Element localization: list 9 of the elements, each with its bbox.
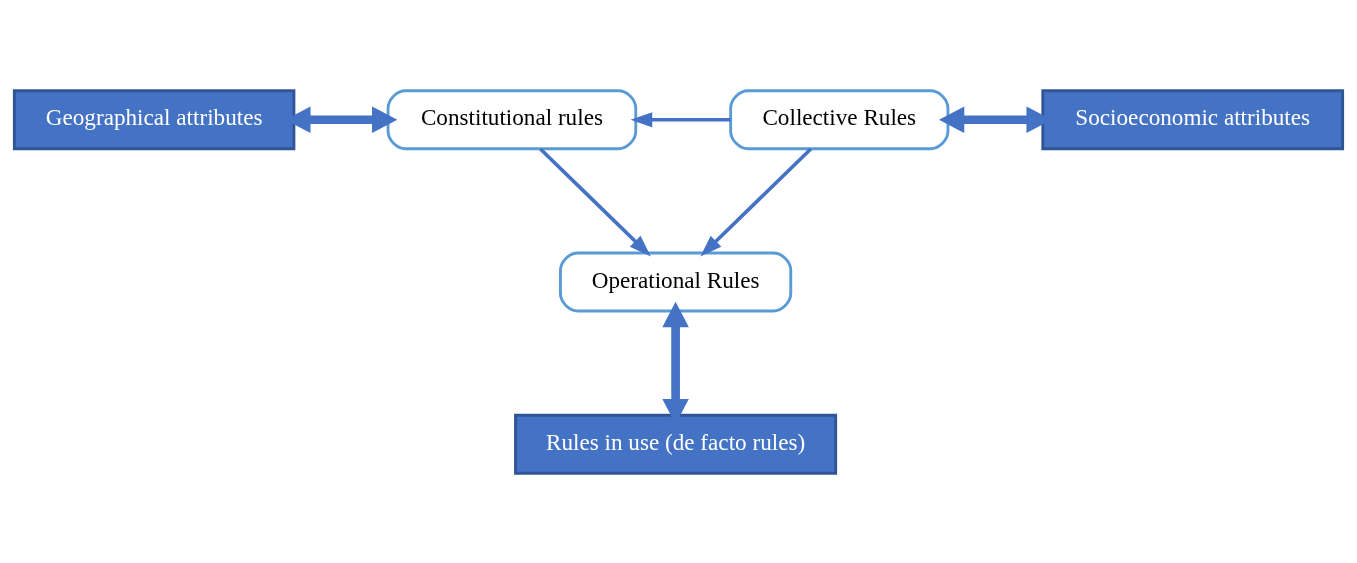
arrow: [539, 147, 651, 256]
node-box: Socioeconomic attributes: [1041, 88, 1345, 150]
arrow: [630, 111, 731, 127]
node-box: Operational Rules: [559, 251, 793, 312]
node-box: Rules in use (de facto rules): [514, 413, 838, 475]
node-box: Constitutional rules: [386, 88, 638, 150]
arrow: [700, 147, 813, 256]
node-box: Collective Rules: [729, 88, 950, 150]
node-box: Geographical attributes: [12, 88, 296, 150]
